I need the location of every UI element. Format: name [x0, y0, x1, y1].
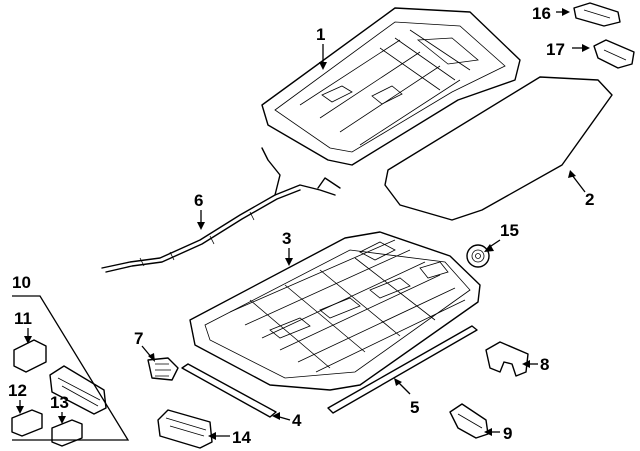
part-8-bracket: [485, 341, 529, 377]
callout-10: 10: [12, 273, 31, 292]
part-7-bracket: [147, 357, 179, 381]
callout-13: 13: [50, 393, 69, 412]
part-1-upper-cover: [261, 7, 521, 166]
callout-2: 2: [585, 190, 594, 209]
callout-16: 16: [532, 4, 551, 23]
callout-4: 4: [292, 411, 302, 430]
leader-lines: [16, 8, 590, 440]
callout-6: 6: [194, 191, 203, 210]
part-17-bracket: [593, 39, 635, 69]
callout-9: 9: [503, 424, 512, 443]
callout-7: 7: [134, 329, 143, 348]
part-4-rail: [181, 363, 277, 418]
callout-17: 17: [546, 40, 565, 59]
part-5-seal: [327, 325, 478, 414]
group-10-outline: [12, 295, 130, 441]
part-6-harness: [101, 147, 341, 273]
callout-11: 11: [14, 309, 32, 328]
callout-12: 12: [8, 381, 27, 400]
callout-1: 1: [316, 25, 325, 44]
part-9-bracket: [449, 403, 489, 439]
part-16-bracket: [573, 2, 621, 27]
callout-5: 5: [410, 398, 419, 417]
callout-3: 3: [282, 229, 291, 248]
part-3-battery-tray: [189, 231, 481, 391]
callout-15: 15: [500, 221, 519, 240]
part-15-grommet: [466, 244, 490, 268]
part-13-clip: [51, 419, 83, 447]
callout-labels: 1 2 3 4 5 6 7 8 9 10 11 12 13 14 15 16 1…: [8, 4, 594, 447]
part-12-clip: [11, 409, 43, 437]
callout-14: 14: [232, 428, 251, 447]
callout-8: 8: [540, 355, 549, 374]
part-11-clip: [13, 339, 47, 373]
part-2-cover-sheet: [384, 76, 613, 221]
group-10-connector-assembly: [49, 365, 107, 415]
part-14-connector: [157, 409, 213, 449]
